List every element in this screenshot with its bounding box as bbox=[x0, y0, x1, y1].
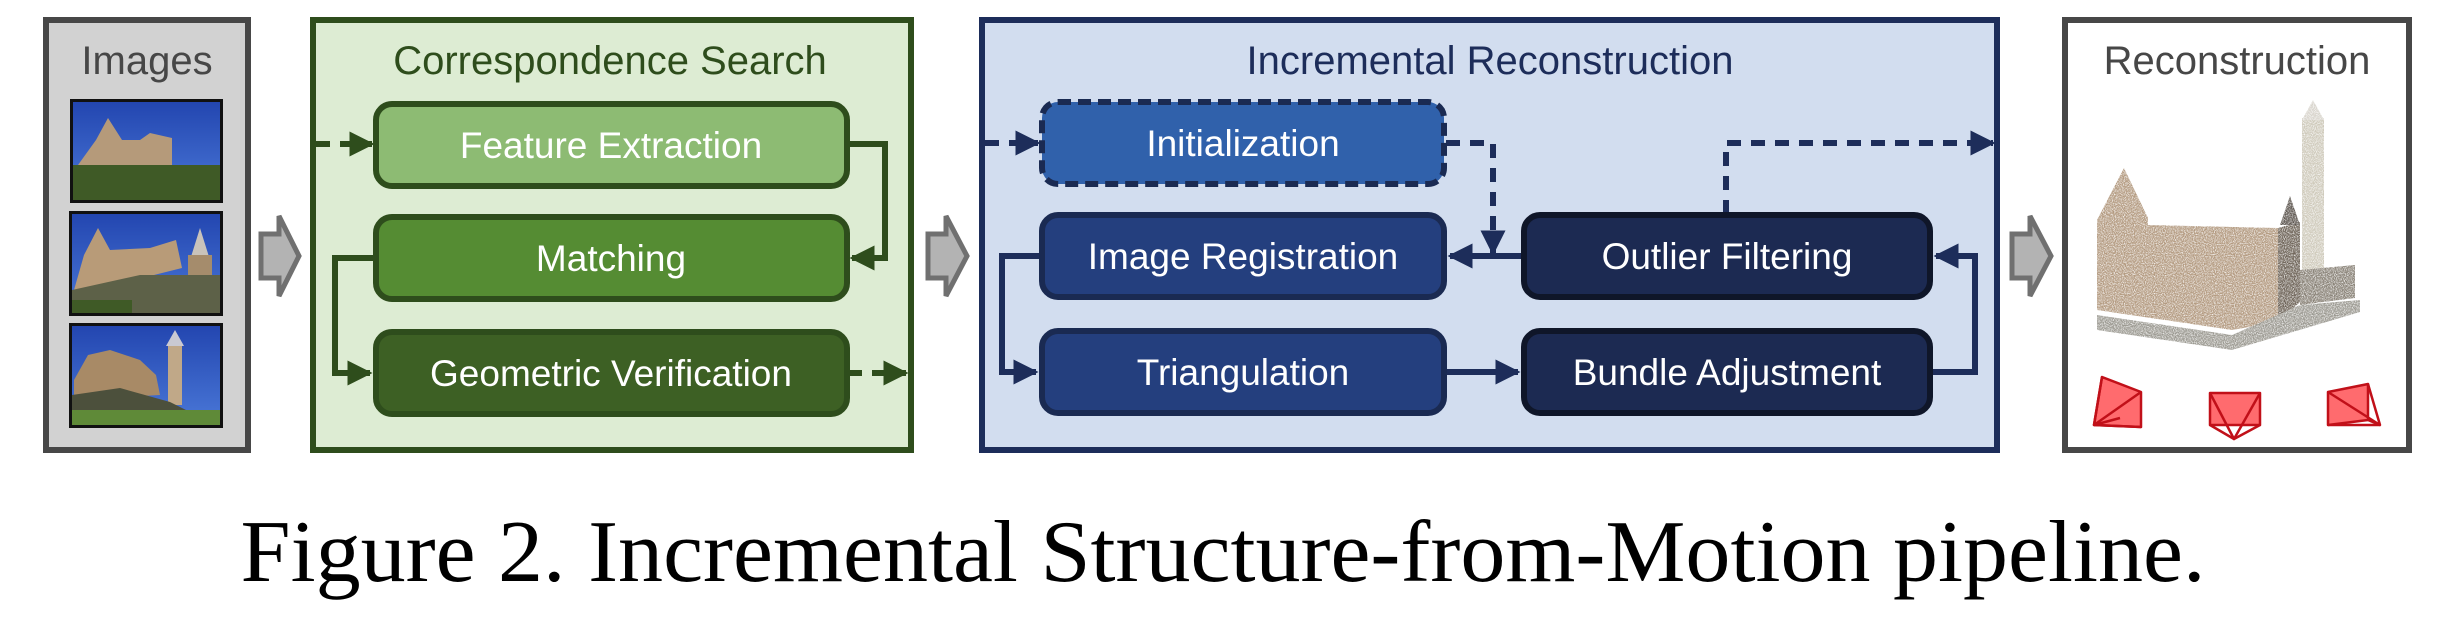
point-cloud-church-front bbox=[2097, 168, 2278, 330]
reconstruction-title: Reconstruction bbox=[2104, 39, 2371, 83]
point-cloud-church-side bbox=[2278, 222, 2300, 322]
matching-label: Matching bbox=[536, 238, 686, 279]
images-panel-title: Images bbox=[81, 39, 212, 83]
camera-icon bbox=[2208, 391, 2262, 441]
grass bbox=[72, 410, 220, 425]
point-cloud-spire bbox=[2280, 196, 2300, 225]
feature-extraction-box bbox=[373, 101, 850, 189]
correspondence-search-title: Correspondence Search bbox=[393, 39, 827, 83]
matching-to-verification-arrow bbox=[332, 255, 374, 386]
building bbox=[78, 118, 172, 170]
camera-icon bbox=[2092, 375, 2143, 429]
reconstruction-panel: Reconstruction bbox=[2062, 17, 2412, 453]
grass bbox=[73, 165, 220, 200]
flow-arrow-icon bbox=[2009, 214, 2054, 298]
tower-body bbox=[168, 345, 182, 405]
step-outlier-filtering[interactable]: Outlier Filtering bbox=[1521, 212, 1933, 300]
flow-arrow-icon bbox=[925, 214, 970, 298]
correspondence-search-panel: Correspondence Search Feature Extraction… bbox=[310, 17, 914, 453]
point-cloud-terrace bbox=[2300, 265, 2355, 305]
thumbnail-image[interactable] bbox=[69, 211, 223, 316]
geometric-verification-box bbox=[373, 329, 850, 417]
step-geometric-verification[interactable]: Geometric Verification bbox=[373, 329, 850, 417]
point-cloud-tower-top bbox=[2302, 100, 2324, 120]
bridge bbox=[72, 388, 190, 412]
bundle-to-filtering-arrow bbox=[1932, 243, 1978, 375]
step-matching[interactable]: Matching bbox=[373, 214, 850, 302]
triangulation-box bbox=[1039, 328, 1447, 416]
outlier-filtering-label: Outlier Filtering bbox=[1602, 236, 1853, 277]
geometric-verification-label: Geometric Verification bbox=[430, 353, 792, 394]
flow-arrow-icon bbox=[258, 214, 302, 298]
feature-extraction-label: Feature Extraction bbox=[460, 125, 762, 166]
incremental-reconstruction-panel: Incremental Reconstruction Initializatio… bbox=[979, 17, 2000, 453]
step-image-registration[interactable]: Image Registration bbox=[1039, 212, 1447, 300]
bundle-adjustment-label: Bundle Adjustment bbox=[1573, 352, 1882, 393]
step-initialization[interactable]: Initialization bbox=[1039, 99, 1447, 187]
point-cloud bbox=[2097, 100, 2360, 350]
registration-to-triangulation-arrow bbox=[999, 253, 1040, 385]
point-cloud-ground bbox=[2097, 300, 2360, 350]
thumbnail-image[interactable] bbox=[69, 323, 223, 428]
initialization-to-registration-dashed-arrow bbox=[1446, 140, 1506, 256]
figure-caption: Figure 2. Incremental Structure-from-Mot… bbox=[241, 504, 2206, 601]
point-cloud-tower bbox=[2302, 118, 2324, 270]
extraction-to-matching-arrow bbox=[848, 141, 888, 271]
triangulation-label: Triangulation bbox=[1137, 352, 1350, 393]
image-registration-box bbox=[1039, 212, 1447, 300]
initialization-label: Initialization bbox=[1146, 123, 1339, 164]
tower-spire bbox=[166, 330, 184, 346]
matching-box bbox=[373, 214, 850, 302]
step-bundle-adjustment[interactable]: Bundle Adjustment bbox=[1521, 328, 1933, 416]
tower bbox=[190, 228, 210, 260]
images-panel: Images bbox=[43, 17, 251, 453]
outlier-filtering-box bbox=[1521, 212, 1933, 300]
initialization-box bbox=[1039, 99, 1447, 187]
thumbnail-image[interactable] bbox=[70, 99, 223, 203]
building bbox=[74, 350, 160, 400]
incremental-reconstruction-title: Incremental Reconstruction bbox=[1247, 39, 1734, 83]
building bbox=[74, 228, 182, 295]
image-registration-label: Image Registration bbox=[1088, 236, 1399, 277]
grass bbox=[72, 300, 132, 313]
step-feature-extraction[interactable]: Feature Extraction bbox=[373, 101, 850, 189]
camera-icon bbox=[2326, 382, 2382, 427]
filtering-output-dashed-arrow bbox=[1723, 130, 1996, 214]
bundle-adjustment-box bbox=[1521, 328, 1933, 416]
step-triangulation[interactable]: Triangulation bbox=[1039, 328, 1447, 416]
